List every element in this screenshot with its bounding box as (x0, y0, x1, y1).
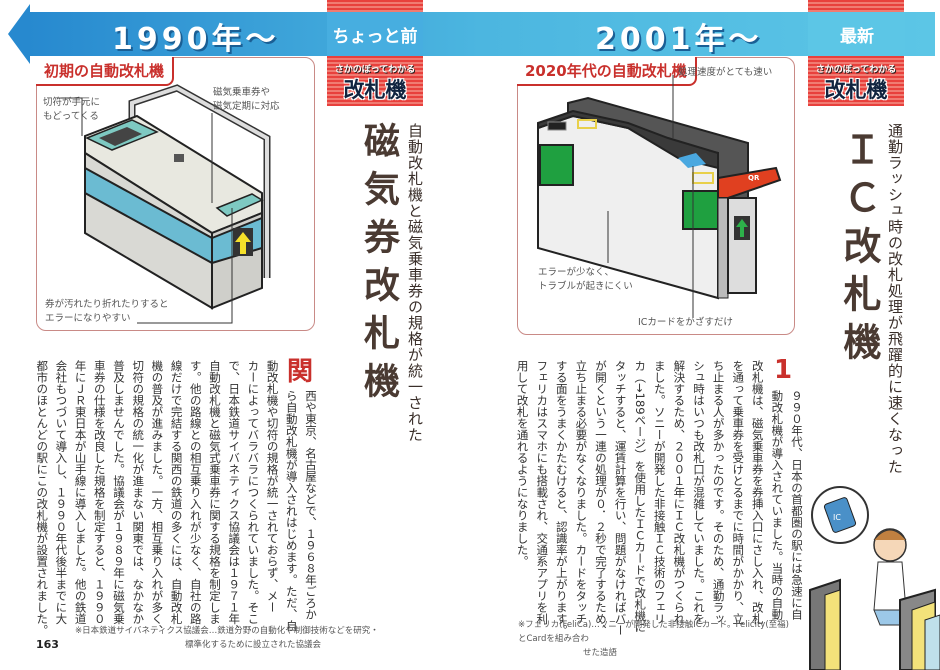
callout-line: エラーになりやすい (45, 313, 131, 324)
callout-line: もどってくる (43, 111, 99, 122)
era-heading-right: 2001年〜 (595, 22, 763, 57)
body-text-column: 動改札機が導入されていました。当時の自動 (770, 390, 785, 620)
diagram-magnetic-gate: 初期の自動改札機 切符が手元にもどってくる 磁気乗車券や磁気定期に対応 券が汚れ… (36, 57, 315, 331)
body-text-column: 機の普及が進みました。一方、相互乗り入れが多く、 (150, 360, 165, 636)
ic-gate-illustration: QR (537, 75, 782, 318)
body-text-column: 切符の規格の統一化が進まない関東では、なかなか (131, 360, 146, 625)
body-text-column: を通って乗車券を受けとるまでに時間がかかり、立 (731, 360, 746, 625)
body-text-column: 用して改札を通れるようになりました。 (515, 360, 530, 567)
callout-line: エラーが少なく、 (538, 267, 615, 278)
footnote-line: ※日本鉄道サイバネティクス協議会…鉄道分野の自動化や制御技術などを研究・ (75, 626, 379, 636)
body-text-column: 解決するため、２００１年にＩＣ改札機がつくられ (672, 360, 687, 625)
callout-error-prone: 券が汚れたり折れたりするとエラーになりやすい (45, 298, 169, 326)
body-text-column: シュ時はいつも改札口が混雑していました。これを (692, 360, 706, 625)
magnetic-gate-illustration (57, 84, 271, 324)
callout-ticket-returns: 切符が手元にもどってくる (43, 96, 100, 124)
series-label: さかのぼってわかる (334, 65, 416, 75)
series-title: 改札機 (824, 78, 888, 102)
footnote-line: 標準化するために設立された協議会 (185, 640, 322, 650)
section-subtitle-left: 自動改札機と磁気乗車券の規格が統一された (406, 123, 424, 443)
section-title-right: ＩＣ改札機 (837, 130, 881, 370)
body-text-column: が開くという一連の処理が０．２秒で完了するため、 (594, 360, 608, 636)
body-text-column: ました。ソニーが開発した非接触ＩＣ技術のフェリ (652, 360, 667, 625)
footnote-line: せた造語 (583, 648, 618, 658)
body-text-column: フェリカはスマホにも搭載され、交通系アプリを利 (535, 360, 550, 625)
footnote-right: ※フェリカ(FeliCa)…ソニーが開発した非接触ICカード。Felicity(… (518, 618, 796, 660)
timeline-banner (28, 12, 935, 56)
dropcap-left: 関 (287, 357, 314, 387)
dropcap-right: 1 (774, 355, 793, 385)
section-title-left: 磁気券改札機 (358, 122, 399, 410)
era-label-bg-right (808, 12, 905, 56)
era-label-right: 最新 (840, 27, 874, 47)
timeline-arrow-tip (8, 4, 30, 64)
body-text-column: 普及しませんでした。協議会が１９８９年に磁気乗 (112, 360, 126, 625)
callout-fast-processing: 処理速度がとても速い (678, 67, 773, 78)
section-subtitle-right: 通勤ラッシュ時の改札処理が飛躍的に速くなった (886, 123, 904, 475)
diagram-ic-gate: 2020年代の自動改札機 QR 処理速度がとても速い エラーが少なく、トラブルが… (517, 57, 795, 335)
body-text-column: ち止まる人が多かったのです。そのため、通勤ラッ (711, 360, 726, 625)
callout-ic-card: ICカードをかざすだけ (638, 317, 733, 328)
body-text-column: 動改札機や切符の規格が統一されておらず、メー (265, 360, 280, 613)
series-label: さかのぼってわかる (815, 65, 897, 75)
era-label-left: ちょっと前 (332, 27, 418, 47)
diagram-title: 2020年代の自動改札機 (517, 57, 697, 86)
callout-line: トラブルが起きにくい (538, 281, 633, 292)
qr-label: QR (748, 174, 760, 182)
body-text-column: 西や東京、名古屋などで、１９６８年ごろか (304, 390, 318, 620)
body-text-column: で、日本鉄道サイバネティクス協議会は１９７１年、 (227, 360, 242, 636)
body-text-column: カ（→189ページ）を使用したＩＣカードで改札機に (633, 360, 648, 634)
commuter-illustration: IC (809, 486, 940, 670)
era-heading-left: 1990年〜 (112, 22, 280, 57)
body-text-column: ９９０年代、日本の首都圏の駅には急速に自 (790, 390, 804, 620)
diagram-title: 初期の自動改札機 (36, 57, 175, 86)
callout-line: 切符が手元に (43, 97, 101, 108)
body-text-column: 車券の仕様を改良した規格を制定すると、１９９０ (92, 360, 107, 625)
body-text-column: 会社もつづいて導入し、１９９０年代後半までに大 (54, 360, 69, 625)
footnote-left: ※日本鉄道サイバネティクス協議会…鉄道分野の自動化や制御技術などを研究・標準化す… (75, 624, 379, 652)
page-number: 163 (36, 638, 59, 651)
body-text-column: タッチすると、運賃計算を行い、問題がなければバー (613, 360, 628, 636)
body-text-column: する面をうまくかたむけると、認識率が上がります。 (554, 360, 569, 636)
body-text-column: ら自動改札機が導入されはじめます。ただ、自 (284, 390, 299, 632)
callout-few-errors: エラーが少なく、トラブルが起きにくい (538, 266, 633, 294)
callout-line: 磁気乗車券や (213, 87, 271, 98)
body-text-column: 都市のほとんどの駅にこの改札機が設置されました。 (35, 360, 50, 636)
footnote-line: ※フェリカ(FeliCa)…ソニーが開発した非接触ICカード。Felicity(… (518, 620, 789, 644)
body-text-column: す。他の路線との相互乗り入れが少なく、自社の路 (188, 360, 203, 625)
body-text-column: 立ち止まる必要がなくなりました。カードをタッチ (574, 360, 589, 625)
callout-line: 磁気定期に対応 (213, 101, 280, 112)
body-text-column: 自動改札機と磁気式乗車券に関する規格を制定しま (208, 360, 222, 625)
body-text-column: 年にＪＲ東日本が山手線に導入しました。他の鉄道 (73, 360, 88, 625)
body-text-column: 改札機は、磁気乗車券を券挿入口にさし入れ、改札 (750, 360, 765, 625)
callout-line: 券が汚れたり折れたりすると (45, 299, 169, 310)
body-text-column: 線だけで完結する関西の鉄道の多くには、自動改札 (169, 360, 184, 625)
card-label: IC (833, 513, 841, 522)
callout-magnetic-support: 磁気乗車券や磁気定期に対応 (213, 86, 280, 114)
series-title: 改札機 (343, 78, 407, 102)
era-label-bg-left (327, 12, 423, 56)
body-text-column: カーによってバラバラにつくられていました。そこ (246, 360, 261, 625)
